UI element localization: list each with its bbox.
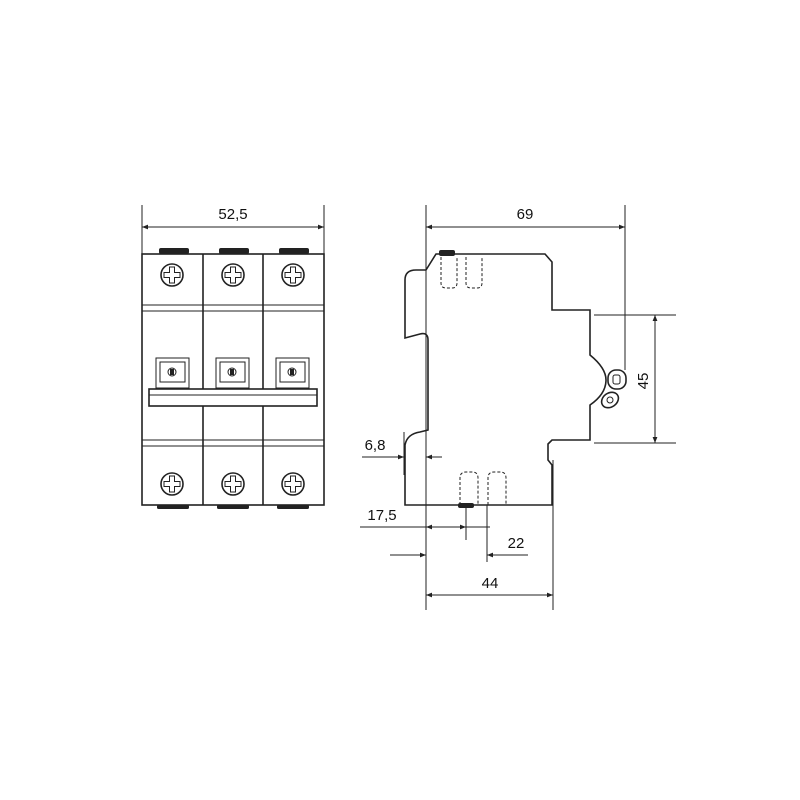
bottom-screw-3-icon bbox=[281, 472, 305, 496]
terminal-offset-dimension-label: 22 bbox=[508, 535, 525, 552]
front-offset-dimension-label: 17,5 bbox=[367, 507, 396, 524]
top-screw-1-icon bbox=[160, 263, 184, 287]
front-body bbox=[141, 253, 325, 506]
height-dimension: 45 bbox=[594, 314, 676, 444]
side-view: 69 45 6,8 17,5 bbox=[360, 205, 676, 610]
bottom-screw-2-icon bbox=[221, 472, 245, 496]
side-body-outline bbox=[404, 253, 607, 506]
depth-dimension-label: 69 bbox=[517, 206, 534, 223]
hidden-terminal-bottom-2 bbox=[487, 471, 507, 505]
terminal-offset-dimension: 22 bbox=[390, 505, 528, 562]
clip-depth-dimension: 6,8 bbox=[362, 432, 442, 475]
toggle-handle-bar bbox=[148, 388, 318, 407]
clip-depth-dimension-label: 6,8 bbox=[365, 437, 386, 454]
base-depth-dimension-label: 44 bbox=[482, 575, 499, 592]
hidden-terminal-top-1 bbox=[440, 257, 458, 289]
top-screw-2-icon bbox=[221, 263, 245, 287]
width-dimension-label: 52,5 bbox=[218, 206, 247, 223]
hidden-terminal-top-2 bbox=[465, 257, 483, 289]
width-dimension: 52,5 bbox=[141, 205, 325, 254]
bottom-clip-1 bbox=[157, 505, 189, 509]
bottom-screw-1-icon bbox=[160, 472, 184, 496]
front-view: 52,5 bbox=[141, 205, 325, 509]
toggle-window-1 bbox=[155, 357, 190, 389]
top-clip-2 bbox=[219, 248, 249, 254]
front-offset-dimension: 17,5 bbox=[360, 505, 490, 540]
toggle-window-3 bbox=[275, 357, 310, 389]
base-depth-dimension: 44 bbox=[426, 460, 554, 610]
height-dimension-label: 45 bbox=[635, 373, 652, 390]
top-clip-1 bbox=[159, 248, 189, 254]
top-screw-3-icon bbox=[281, 263, 305, 287]
depth-dimension: 69 bbox=[425, 205, 626, 610]
hidden-terminal-bottom-1 bbox=[459, 471, 479, 505]
toggle-window-2 bbox=[215, 357, 250, 389]
side-toggle-lever bbox=[600, 369, 627, 409]
bottom-clip-2 bbox=[217, 505, 249, 509]
bottom-clip-3 bbox=[277, 505, 309, 509]
side-top-clip bbox=[439, 250, 455, 256]
top-clip-3 bbox=[279, 248, 309, 254]
